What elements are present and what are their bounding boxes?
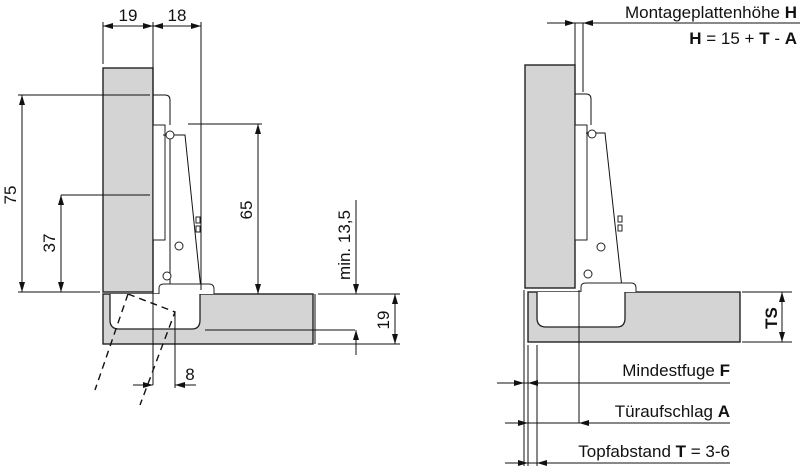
dim-min-clearance: min. 13,5	[335, 210, 354, 280]
right-view: Montageplattenhöhe H H = 15 + T - A TS M…	[497, 3, 800, 466]
door-panel	[527, 291, 741, 343]
hinge-cup	[109, 294, 201, 330]
dim-overlay: 18	[168, 6, 187, 25]
hinge-arm	[574, 93, 637, 292]
min-gap-label: Mindestfuge F	[622, 361, 730, 380]
dim-height-75: 75	[1, 186, 20, 205]
hinge-cup	[536, 292, 626, 328]
door-thickness-ts: TS	[762, 307, 781, 329]
mounting-plate-formula: H = 15 + T - A	[689, 29, 797, 48]
dim-panel-thickness: 19	[119, 6, 138, 25]
dim-gap-8: 8	[185, 365, 194, 384]
dim-height-37: 37	[40, 234, 59, 253]
cabinet-side-panel	[524, 64, 576, 289]
dim-door-thickness: 19	[374, 311, 393, 330]
cabinet-side-panel	[102, 67, 154, 293]
door-panel	[102, 293, 355, 345]
cup-distance-label: Topfabstand T = 3-6	[578, 442, 730, 461]
hinge-arm	[152, 94, 215, 294]
dim-height-65: 65	[237, 201, 256, 220]
mounting-plate-height-label: Montageplattenhöhe H	[625, 3, 797, 22]
left-view: 19 18 75 37 65 min. 13,5 19 8	[1, 6, 400, 406]
opening-path-line	[94, 293, 129, 391]
overlay-label: Türaufschlag A	[615, 402, 730, 421]
